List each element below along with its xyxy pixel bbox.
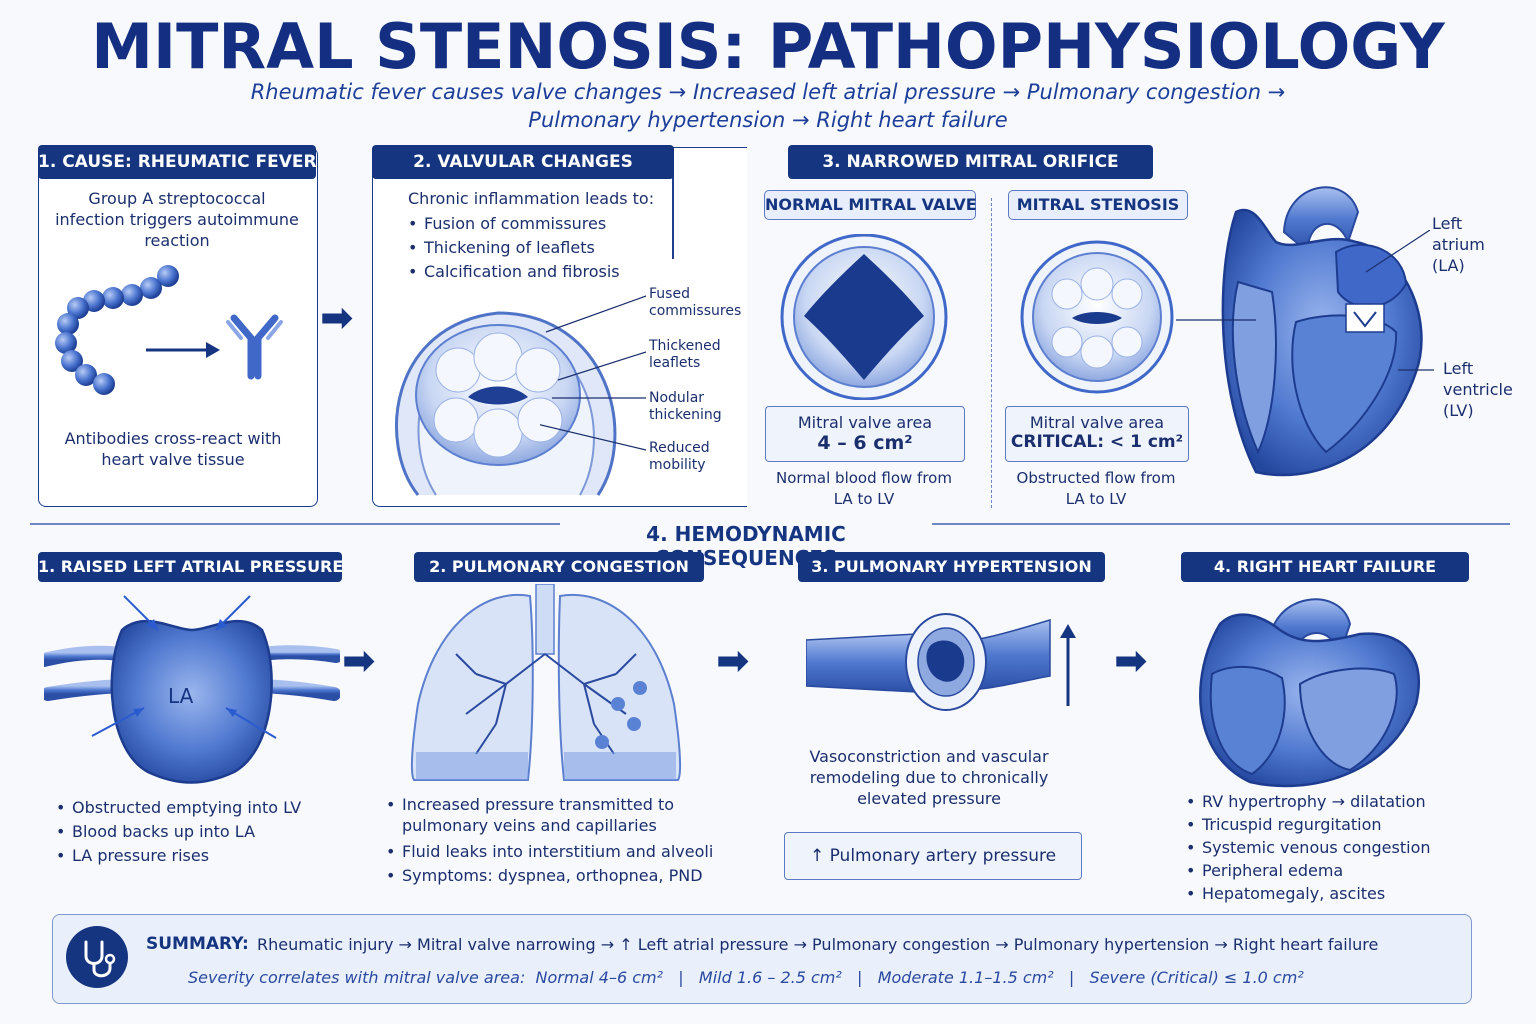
- stenosis-caption: Obstructed flow from LA to LV: [1016, 469, 1176, 508]
- c1-bullet: Blood backs up into LA: [56, 820, 346, 844]
- label-reduced-mobility: Reduced mobility: [649, 440, 710, 473]
- subtitle-line-1: Rheumatic fever causes valve changes → I…: [250, 80, 1286, 104]
- c1-bullet: Obstructed emptying into LV: [56, 796, 346, 820]
- valvular-bullets: Fusion of commissures Thickening of leaf…: [408, 212, 668, 284]
- cause-text-top: Group A streptococcal infection triggers…: [55, 189, 299, 250]
- thickened-valve-illustration: [395, 311, 617, 496]
- flow-arrow-icon: ➡: [342, 638, 376, 684]
- streptococcus-illustration: [55, 265, 283, 395]
- antibody-icon: [226, 314, 283, 380]
- stethoscope-icon: [66, 926, 128, 988]
- c2-header: 2. PULMONARY CONGESTION: [414, 552, 704, 582]
- c4-bullet: Hepatomegaly, ascites: [1186, 882, 1486, 905]
- normal-area-box: Mitral valve area 4 – 6 cm²: [765, 406, 965, 462]
- label-thickened-leaflets: Thickened leaflets: [649, 338, 721, 371]
- c4-bullet: Tricuspid regurgitation: [1186, 813, 1486, 836]
- c2-bullet: Increased pressure transmitted to pulmon…: [386, 794, 716, 836]
- cause-text-bottom: Antibodies cross-react with heart valve …: [64, 429, 282, 469]
- stenotic-valve-illustration: [1020, 240, 1174, 394]
- panel-border-segment: [672, 147, 674, 259]
- stenosis-label: MITRAL STENOSIS: [1008, 190, 1188, 220]
- left-atrium-illustration: [44, 595, 340, 784]
- subtitle-line-2: Pulmonary hypertension → Right heart fai…: [528, 108, 1008, 132]
- valvular-bullet: Fusion of commissures: [408, 212, 668, 236]
- c4-bullet: Systemic venous congestion: [1186, 836, 1486, 859]
- c4-bullets: RV hypertrophy → dilatation Tricuspid re…: [1186, 790, 1486, 905]
- c3-header: 3. PULMONARY HYPERTENSION: [798, 552, 1105, 582]
- summary-box: [52, 914, 1472, 1004]
- panel3-divider: [991, 198, 992, 508]
- c3-text: Vasoconstriction and vascular remodeling…: [809, 747, 1049, 808]
- normal-area-value: 4 – 6 cm²: [817, 432, 913, 454]
- valvular-header: 2. VALVULAR CHANGES: [372, 145, 674, 179]
- right-heart-illustration: [1199, 598, 1421, 788]
- section-divider-left: [30, 523, 560, 525]
- normal-valve-illustration: [780, 234, 948, 400]
- stenosis-area-value: CRITICAL: < 1 cm²: [1010, 432, 1184, 452]
- strep-chain: [55, 265, 179, 395]
- flow-arrow-icon: ➡: [1114, 638, 1148, 684]
- c4-header: 4. RIGHT HEART FAILURE: [1181, 552, 1469, 582]
- heart-leader-lines: [1176, 230, 1434, 371]
- normal-area-title: Mitral valve area: [797, 413, 933, 432]
- cause-header: 1. CAUSE: RHEUMATIC FEVER: [38, 145, 317, 179]
- pressure-up-arrow-icon: [1060, 624, 1076, 706]
- label-nodular-thickening: Nodular thickening: [649, 390, 722, 423]
- normal-caption: Normal blood flow from LA to LV: [776, 469, 952, 508]
- label-left-atrium: Left atrium (LA): [1432, 214, 1485, 275]
- page-title: MITRAL STENOSIS: PATHOPHYSIOLOGY: [91, 10, 1445, 83]
- c1-header: 1. RAISED LEFT ATRIAL PRESSURE: [38, 552, 343, 582]
- pa-pressure-box: ↑ Pulmonary artery pressure: [784, 832, 1082, 880]
- c1-bullet: LA pressure rises: [56, 844, 346, 868]
- valvular-bullet: Thickening of leaflets: [408, 236, 668, 260]
- label-left-ventricle: Left ventricle (LV): [1443, 359, 1513, 420]
- pulmonary-artery-illustration: [806, 613, 1051, 711]
- c2-bullet: Symptoms: dyspnea, orthopnea, PND: [386, 864, 716, 888]
- c4-bullet: Peripheral edema: [1186, 859, 1486, 882]
- summary-label: SUMMARY:: [146, 934, 249, 954]
- flow-arrow-icon: ➡: [716, 638, 750, 684]
- c4-bullet: RV hypertrophy → dilatation: [1186, 790, 1486, 813]
- label-fused-commissures: Fused commissures: [649, 286, 742, 319]
- valvular-intro: Chronic inflammation leads to:: [408, 189, 655, 208]
- summary-line-2: Severity correlates with mitral valve ar…: [188, 968, 1304, 987]
- summary-line-1: Rheumatic injury → Mitral valve narrowin…: [257, 935, 1379, 954]
- stenosis-area-box: Mitral valve area CRITICAL: < 1 cm²: [1005, 406, 1189, 462]
- stenosis-area-title: Mitral valve area: [1029, 413, 1165, 432]
- heart-illustration: [1221, 186, 1423, 477]
- c2-bullet: Fluid leaks into interstitium and alveol…: [386, 840, 716, 864]
- valvular-leader-lines: [540, 295, 647, 451]
- c1-bullets: Obstructed emptying into LV Blood backs …: [56, 796, 346, 868]
- valvular-bullet: Calcification and fibrosis: [408, 260, 668, 284]
- orifice-header: 3. NARROWED MITRAL ORIFICE: [788, 145, 1153, 179]
- section-divider-right: [932, 523, 1510, 525]
- c2-bullets: Increased pressure transmitted to pulmon…: [386, 794, 716, 888]
- flow-arrow-icon: ➡: [320, 295, 354, 341]
- la-label: LA: [168, 684, 194, 708]
- lungs-illustration: [410, 584, 682, 781]
- normal-valve-label: NORMAL MITRAL VALVE: [764, 190, 977, 220]
